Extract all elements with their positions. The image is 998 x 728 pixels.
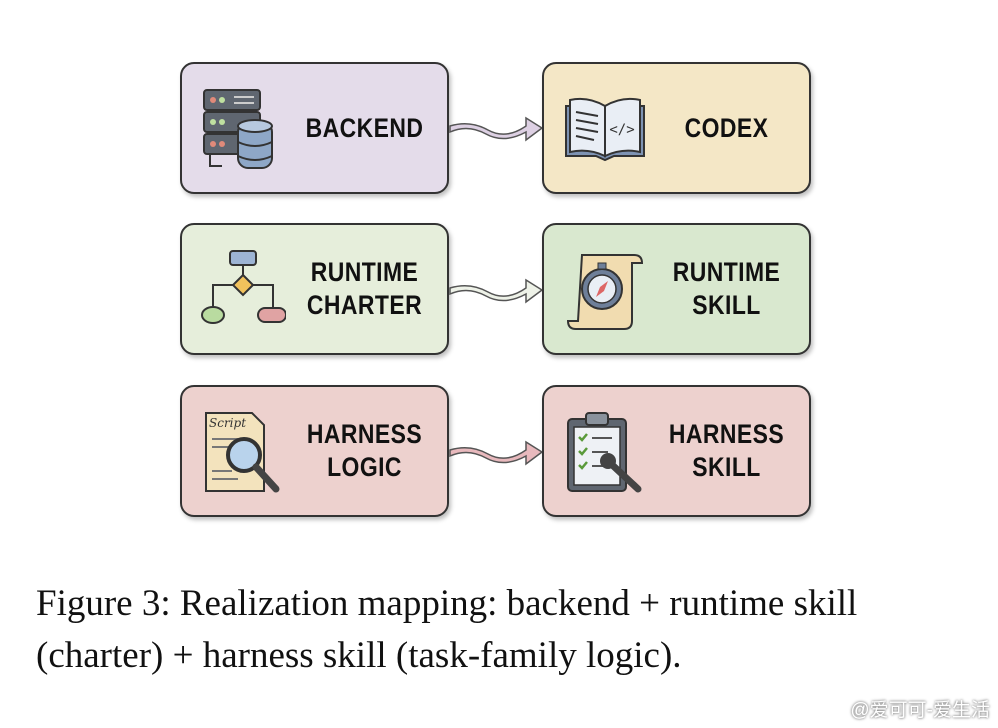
code-book-icon: </>	[565, 97, 645, 162]
codex-label: CODEX	[684, 112, 769, 143]
arrow-charter-to-skill	[449, 278, 544, 304]
arrow-logic-to-skill	[449, 440, 544, 466]
watermark: @爱可可-爱生活	[850, 700, 990, 721]
arrow-backend-to-codex	[449, 116, 544, 142]
backend-label: BACKEND	[305, 112, 424, 143]
codex-box: </> CODEX	[542, 62, 811, 194]
backend-box: BACKEND	[180, 62, 449, 194]
svg-text:Script: Script	[209, 416, 246, 430]
flowchart-icon	[201, 250, 286, 324]
figure-caption: Figure 3: Realization mapping: backend +…	[36, 583, 858, 676]
clipboard-wrench-icon	[567, 412, 642, 493]
script-magnifier-icon: Script	[205, 412, 280, 493]
compass-scroll-icon	[566, 254, 644, 330]
svg-text:</>: </>	[609, 122, 634, 138]
server-database-icon	[203, 89, 273, 169]
